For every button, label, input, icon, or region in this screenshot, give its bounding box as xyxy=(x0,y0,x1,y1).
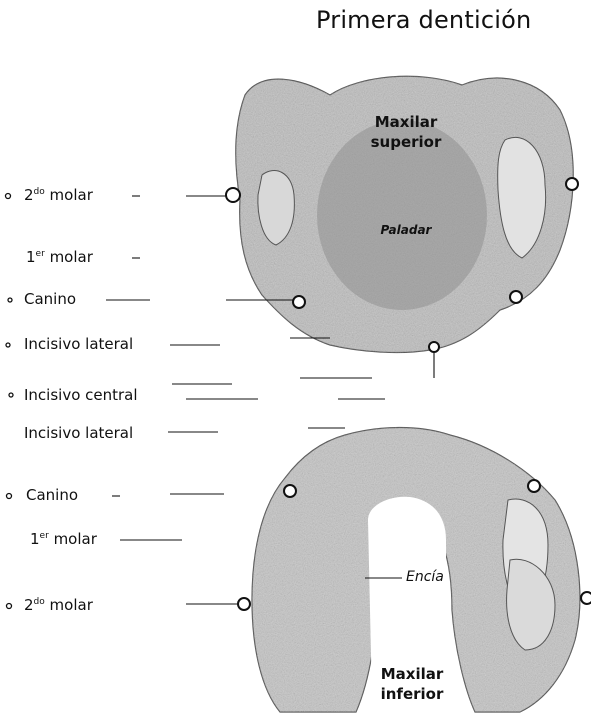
label-lower-first-molar: 1er molar xyxy=(30,530,97,548)
marker-upper-incisor xyxy=(429,342,439,352)
label-lower-canine: Canino xyxy=(26,486,78,504)
gum-label: Encía xyxy=(406,569,444,585)
label-upper-lateral-incisor: Incisivo lateral xyxy=(24,335,133,353)
lower-jaw-name-line1: Maxilar xyxy=(362,664,462,684)
lower-jaw-name-line2: inferior xyxy=(362,684,462,704)
marker-lower-canine-left xyxy=(284,485,296,497)
marker-upper-molar2-right xyxy=(566,178,578,190)
label-lower-second-molar: 2do molar xyxy=(24,596,93,614)
marker-lower-canine-right xyxy=(528,480,540,492)
lower-jaw-name: Maxilar inferior xyxy=(362,664,462,704)
upper-jaw-name-line2: superior xyxy=(356,132,456,152)
marker-upper-canine-right xyxy=(510,291,522,303)
upper-jaw-name: Maxilar superior xyxy=(356,112,456,152)
label-bullets xyxy=(6,194,14,609)
label-upper-first-molar: 1er molar xyxy=(26,248,93,266)
palate-label: Paladar xyxy=(366,220,446,240)
label-lower-lateral-incisor: Incisivo lateral xyxy=(24,424,133,442)
marker-upper-molar2-left xyxy=(226,188,240,202)
label-upper-second-molar: 2do molar xyxy=(24,186,93,204)
label-central-incisor: Incisivo central xyxy=(24,386,138,404)
marker-upper-canine-left xyxy=(293,296,305,308)
marker-lower-molar2-right xyxy=(581,592,591,604)
upper-jaw-name-line1: Maxilar xyxy=(356,112,456,132)
label-upper-canine: Canino xyxy=(24,290,76,308)
marker-lower-molar2-left xyxy=(238,598,250,610)
page-title: Primera dentición xyxy=(316,6,531,34)
